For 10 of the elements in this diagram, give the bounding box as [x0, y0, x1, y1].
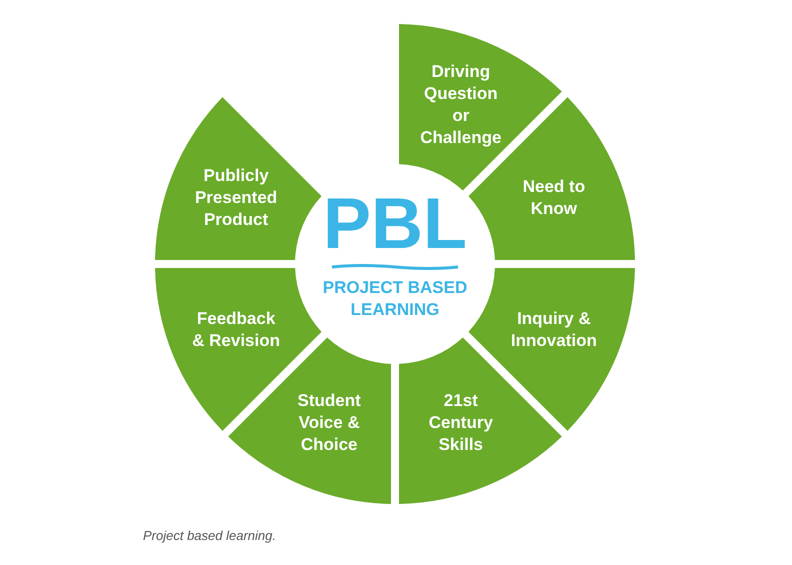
- segment-label: Publicly Presented Product: [194, 165, 278, 232]
- subtitle-text: PROJECT BASED LEARNING: [322, 277, 468, 321]
- segment-label: Feedback & Revision: [192, 308, 280, 352]
- segment-label: Need to Know: [522, 176, 586, 220]
- segment-label: 21st Century Skills: [428, 390, 494, 456]
- caption: Project based learning.: [143, 528, 276, 543]
- segment-label: Inquiry & Innovation: [510, 308, 598, 352]
- segment-label: Driving Question or Challenge: [419, 61, 502, 150]
- title-text: PBL: [323, 187, 467, 261]
- segment-label: Student Voice & Choice: [296, 390, 362, 456]
